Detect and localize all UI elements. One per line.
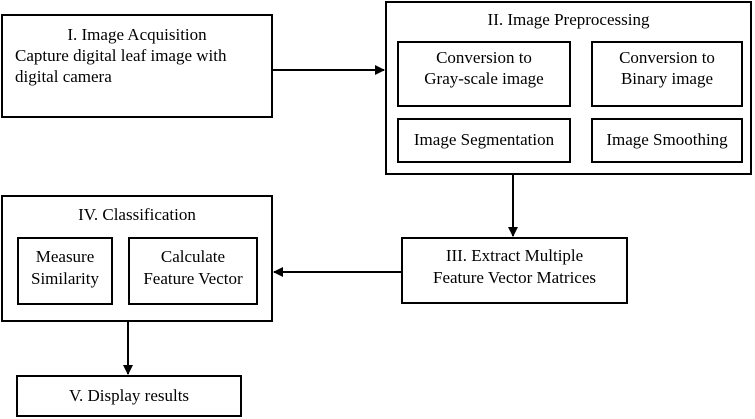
step-binary-box: [591, 41, 743, 107]
step-segmentation-box: [397, 118, 571, 163]
step-binary-line2: Binary image: [620, 69, 714, 88]
measure-similarity-line2: Similarity: [31, 269, 99, 288]
step-smoothing-label: Image Smoothing: [606, 130, 728, 149]
extract-box: [401, 237, 628, 304]
extract-line2: Feature Vector Matrices: [432, 268, 596, 287]
step-grayscale-box: [397, 41, 571, 107]
classification-title: IV. Classification: [78, 205, 196, 224]
extract-line1: III. Extract Multiple: [445, 246, 584, 265]
step-binary-line1: Conversion to: [619, 48, 715, 67]
calculate-feature-line2: Feature Vector: [143, 269, 243, 288]
step-smoothing-box: [591, 118, 743, 163]
preprocessing-title: II. Image Preprocessing: [487, 10, 650, 29]
acquisition-desc-line2: digital camera: [15, 67, 112, 86]
step-grayscale-line1: Conversion to: [436, 48, 532, 67]
display-box: [16, 375, 242, 417]
step-grayscale-line2: Gray-scale image: [424, 69, 544, 88]
acquisition-desc-line1: Capture digital leaf image with: [15, 46, 227, 65]
display-label: V. Display results: [68, 386, 190, 405]
step-segmentation-label: Image Segmentation: [413, 130, 555, 149]
measure-similarity-box: [17, 237, 113, 305]
measure-similarity-line1: Measure: [35, 247, 95, 266]
calculate-feature-box: [128, 237, 258, 305]
calculate-feature-line1: Calculate: [160, 247, 226, 266]
acquisition-title: I. Image Acquisition: [67, 25, 207, 44]
acquisition-box: [1, 14, 273, 118]
